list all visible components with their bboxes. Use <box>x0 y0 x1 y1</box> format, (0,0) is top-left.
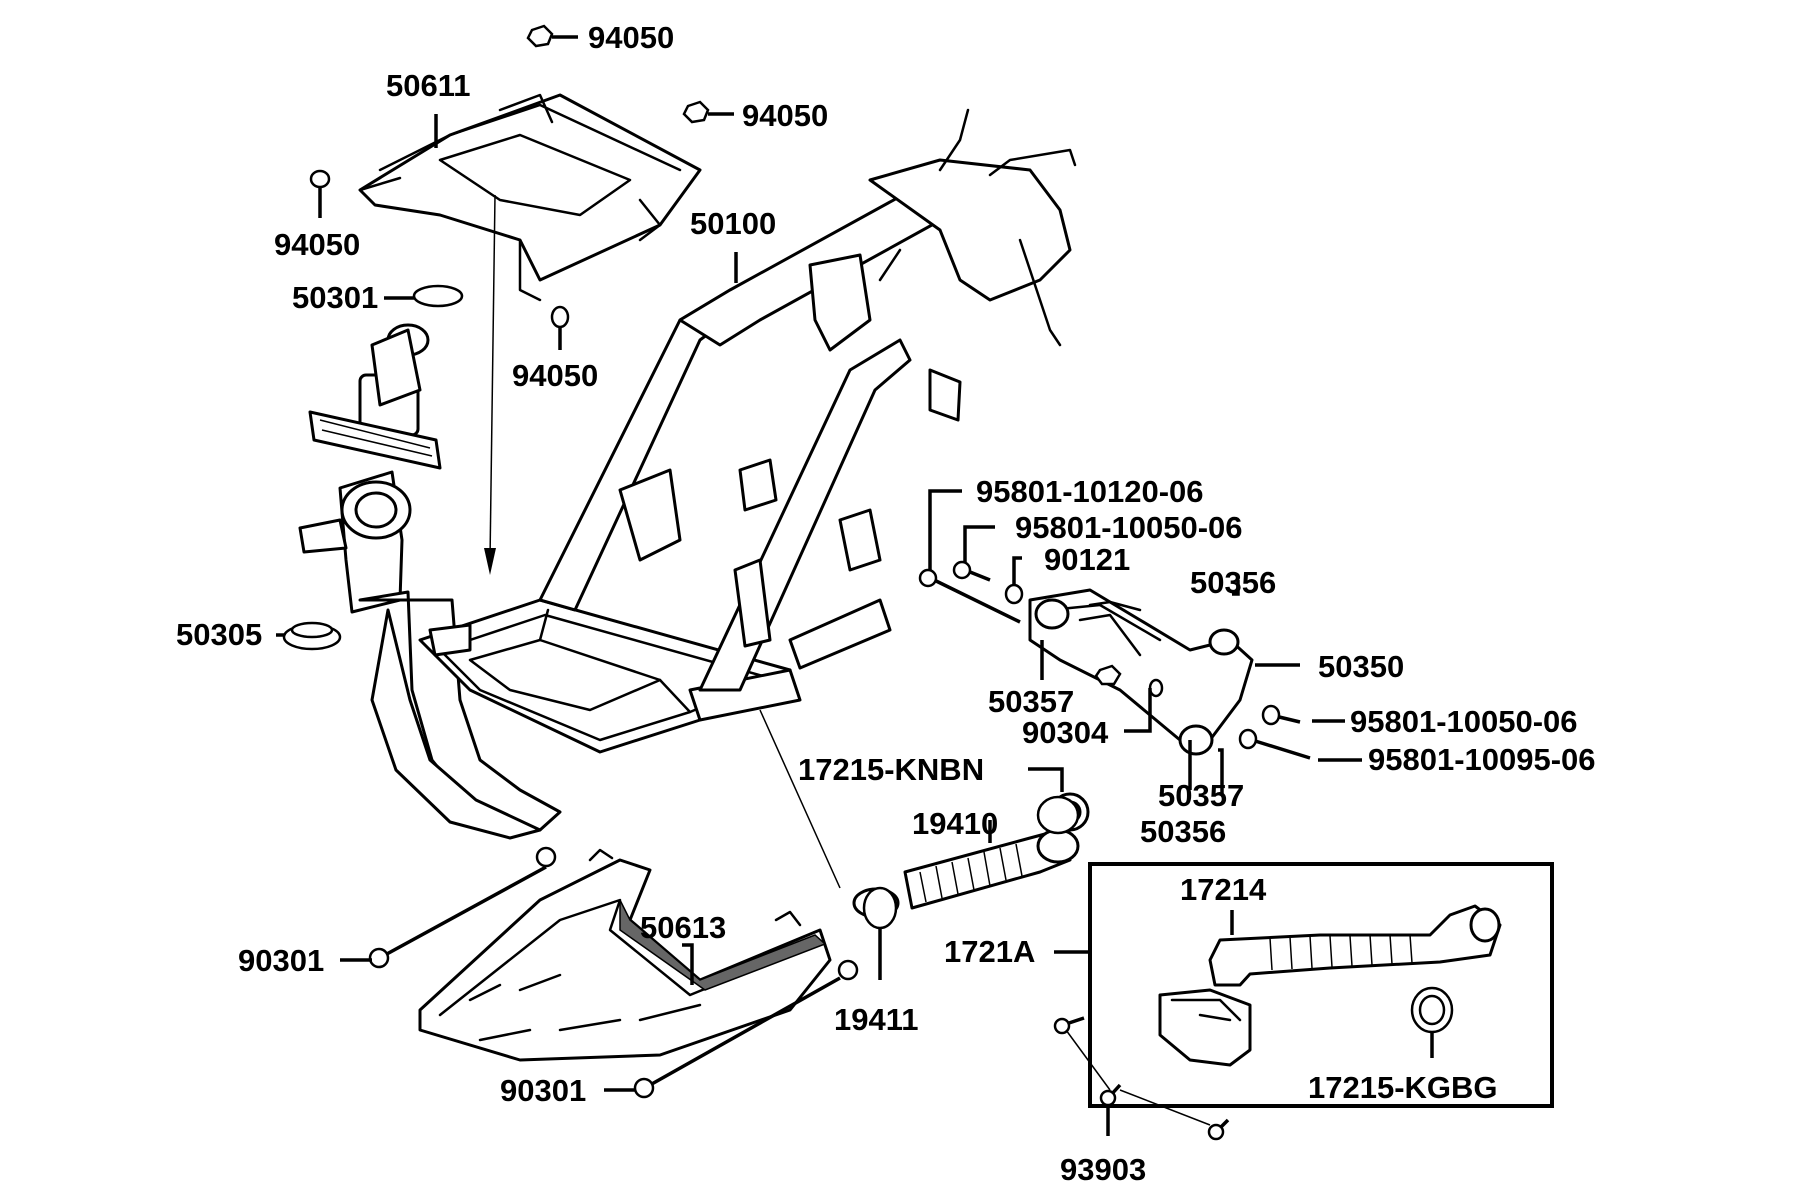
label-50356-top: 50356 <box>1190 565 1276 600</box>
label-17215-knbn: 17215-KNBN <box>798 752 984 787</box>
label-94050-top: 94050 <box>588 20 674 55</box>
part-labels: 94050 94050 50611 94050 50301 94050 5010… <box>176 20 1596 1187</box>
label-90301-bottom: 90301 <box>500 1073 586 1108</box>
label-17215-kgbg: 17215-KGBG <box>1308 1070 1498 1105</box>
under-cover <box>418 848 832 1062</box>
label-50356-bottom: 50356 <box>1140 814 1226 849</box>
label-90301-left: 90301 <box>238 943 324 978</box>
label-95801-10120-06: 95801-10120-06 <box>976 474 1204 509</box>
label-94050-mid: 94050 <box>742 98 828 133</box>
label-94050-low: 94050 <box>512 358 598 393</box>
hardware-nuts-top <box>282 24 710 651</box>
kit-parts <box>1158 904 1502 1067</box>
kit-box-frame <box>1088 862 1554 1108</box>
label-50301: 50301 <box>292 280 378 315</box>
label-95801-10095-06: 95801-10095-06 <box>1368 742 1596 777</box>
label-93903: 93903 <box>1060 1152 1146 1187</box>
label-50100: 50100 <box>690 206 776 241</box>
label-50357-left: 50357 <box>988 684 1074 719</box>
label-50350: 50350 <box>1318 649 1404 684</box>
label-94050-left: 94050 <box>274 227 360 262</box>
label-90304: 90304 <box>1022 715 1109 750</box>
leader-lines <box>276 35 1434 1136</box>
label-19411: 19411 <box>834 1002 919 1037</box>
seat-bracket <box>358 93 702 302</box>
center-stand-assembly <box>918 560 1311 760</box>
label-50613: 50613 <box>640 910 726 945</box>
label-90121: 90121 <box>1044 542 1130 577</box>
label-95801-10050-06-a: 95801-10050-06 <box>1015 510 1243 545</box>
label-95801-10050-06-b: 95801-10050-06 <box>1350 704 1578 739</box>
main-frame <box>298 108 1077 889</box>
label-1721a: 1721A <box>944 934 1035 969</box>
label-19410: 19410 <box>912 806 998 841</box>
kit-screws <box>1053 1016 1230 1141</box>
label-50357-right: 50357 <box>1158 778 1244 813</box>
label-50611: 50611 <box>386 68 471 103</box>
label-50305: 50305 <box>176 617 262 652</box>
label-17214: 17214 <box>1180 872 1267 907</box>
